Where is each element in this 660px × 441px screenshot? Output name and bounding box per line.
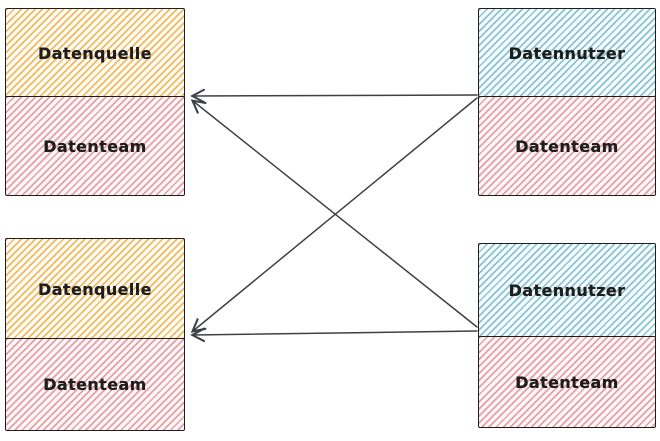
datenteam-label: Datenteam	[43, 375, 147, 395]
datennutzer-section: Datennutzer	[478, 243, 656, 338]
arrow-topright-to-topleft	[193, 95, 478, 96]
arrow-bottomright-to-bottomleft	[193, 331, 478, 335]
datennutzer-section: Datennutzer	[478, 8, 656, 98]
datennutzer-label: Datennutzer	[508, 43, 626, 63]
datenteam-section: Datenteam	[478, 96, 656, 197]
datenquelle-section: Datenquelle	[5, 8, 185, 98]
box-bottom-right: Datennutzer Datenteam	[478, 243, 656, 429]
datenquelle-section: Datenquelle	[5, 238, 185, 340]
arrow-topright-to-bottomleft	[193, 97, 478, 331]
datenteam-label: Datenteam	[515, 372, 619, 392]
box-bottom-left: Datenquelle Datenteam	[5, 238, 185, 432]
datenteam-label: Datenteam	[43, 136, 147, 156]
datenquelle-label: Datenquelle	[38, 43, 152, 63]
datenteam-section: Datenteam	[5, 96, 185, 197]
datenteam-section: Datenteam	[5, 338, 185, 432]
datenteam-label: Datenteam	[515, 136, 619, 156]
arrow-bottomright-to-topleft	[193, 101, 478, 328]
box-top-right: Datennutzer Datenteam	[478, 8, 656, 197]
datenquelle-label: Datenquelle	[38, 279, 152, 299]
datenteam-section: Datenteam	[478, 336, 656, 429]
box-top-left: Datenquelle Datenteam	[5, 8, 185, 197]
datennutzer-label: Datennutzer	[508, 281, 626, 300]
